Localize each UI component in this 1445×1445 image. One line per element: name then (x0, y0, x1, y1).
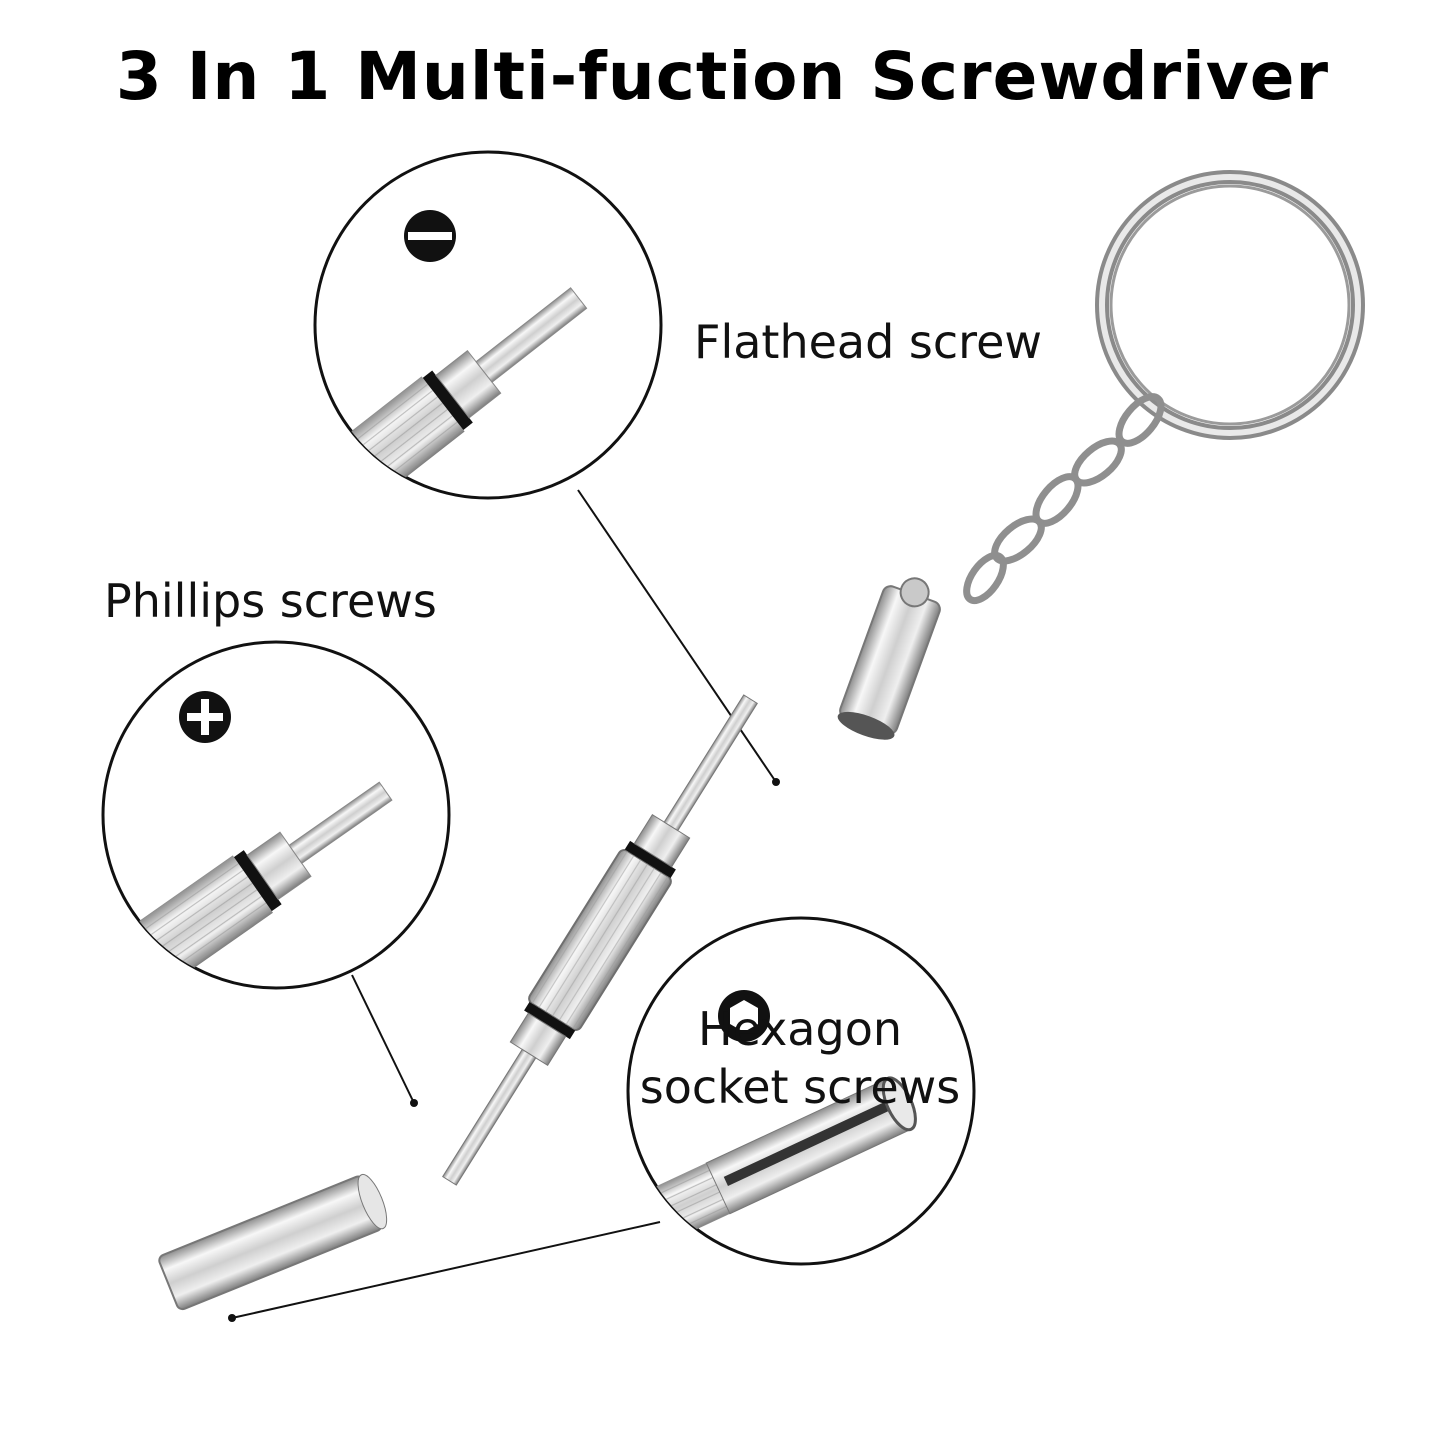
hexagon-label: Hexagon socket screws (600, 1000, 1000, 1116)
hexagon-label-line1: Hexagon (698, 1002, 902, 1056)
key-ring (1095, 170, 1365, 440)
hexagon-socket-icon (718, 990, 770, 1042)
hexagon-label-line2: socket screws (639, 1060, 961, 1114)
hexagon-leader-line (231, 1221, 661, 1319)
phillips-label: Phillips screws (104, 574, 437, 628)
flathead-zoom-circle (313, 150, 663, 500)
flathead-label: Flathead screw (694, 315, 1043, 369)
hexagon-zoom-circle (626, 916, 976, 1266)
phillips-zoom-circle (101, 640, 451, 990)
bottom-cap-tube (158, 1173, 388, 1311)
phillips-leader-line (351, 974, 415, 1104)
phillips-cross-icon (179, 691, 231, 743)
key-chain (963, 393, 1165, 605)
page-title: 3 In 1 Multi-fuction Screwdriver (115, 38, 1330, 115)
cap-holder (837, 577, 941, 740)
flathead-leader-line (577, 489, 777, 783)
flathead-slot-icon (404, 210, 456, 262)
main-screwdriver (442, 694, 758, 1186)
